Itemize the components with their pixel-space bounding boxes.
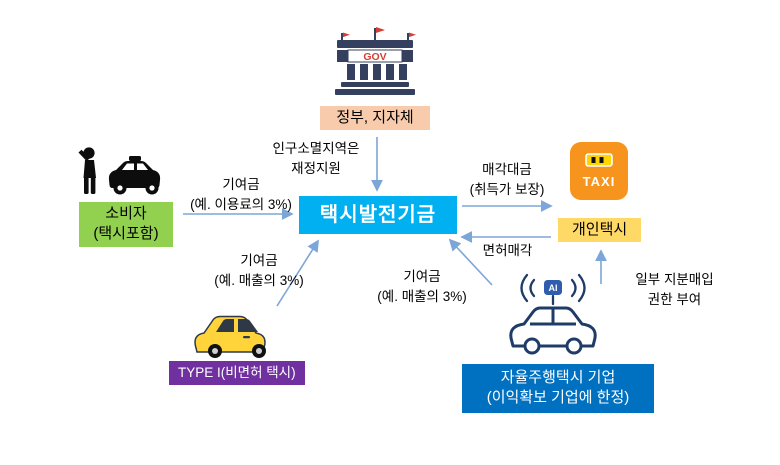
individual-taxi-label-text: 개인택시 (572, 221, 628, 238)
consumer-label: 소비자 (택시포함) (79, 202, 173, 247)
arrow-type1-to-fund (276, 239, 319, 307)
edge-label-autonomous-to-taxi: 일부 지분매입 권한 부여 (622, 270, 727, 311)
fund-box: 택시발전기금 (299, 196, 457, 234)
edge-label-taxi-to-fund: 면허매각 (465, 241, 550, 261)
edge-label-type1-to-fund: 기여금 (예. 매출의 3%) (203, 251, 315, 292)
edge-label-fund-to-taxi: 매각대금 (취득가 보장) (452, 160, 562, 201)
edge-auto-fund-line2: (예. 매출의 3%) (377, 289, 467, 305)
edge-taxi-fund-text: 면허매각 (482, 243, 533, 258)
personal-taxi-app-icon: TAXI (570, 142, 628, 200)
ai-chip-text: AI (549, 283, 558, 293)
edge-type1-line1: 기여금 (240, 253, 278, 268)
autonomous-label: 자율주행택시 기업 (이익확보 기업에 한정) (462, 364, 654, 413)
consumer-label-line1: 소비자 (105, 205, 147, 222)
consumer-hailing-taxi-icon (78, 147, 161, 195)
edge-auto-taxi-line1: 일부 지분매입 (635, 272, 714, 287)
autonomous-label-line1: 자율주행택시 기업 (500, 369, 616, 386)
edge-auto-fund-line1: 기여금 (403, 269, 441, 284)
type1-label: TYPE I(비면허 택시) (169, 361, 305, 386)
edge-label-autonomous-to-fund: 기여금 (예. 매출의 3%) (366, 267, 478, 308)
arrow-autonomous-to-fund (448, 238, 493, 286)
autonomous-label-line2: (이익확보 기업에 한정) (486, 389, 630, 407)
edge-auto-taxi-line2: 권한 부여 (647, 292, 702, 308)
edge-gov-line2: 재정지원 (291, 161, 341, 177)
edge-label-gov-to-fund: 인구소멸지역은 재정지원 (257, 139, 375, 180)
type1-label-text: TYPE I(비면허 택시) (178, 365, 296, 380)
edge-fund-taxi-line2: (취득가 보장) (469, 182, 545, 198)
taxi-sign-text: TAXI (583, 174, 616, 189)
edge-label-consumer-to-fund: 기여금 (예. 이용료의 3%) (182, 175, 300, 216)
edge-consumer-line1: 기여금 (222, 177, 260, 192)
government-label-text: 정부, 지자체 (336, 109, 414, 126)
edge-consumer-line2: (예. 이용료의 3%) (190, 197, 292, 213)
fund-box-text: 택시발전기금 (319, 204, 437, 226)
government-label: 정부, 지자체 (320, 106, 430, 131)
edge-fund-taxi-line1: 매각대금 (482, 162, 532, 177)
autonomous-car-icon: AI (509, 273, 597, 355)
consumer-label-line2: (택시포함) (93, 225, 159, 243)
gov-sign-text: GOV (363, 51, 386, 63)
individual-taxi-label: 개인택시 (558, 218, 642, 243)
edge-gov-line1: 인구소멸지역은 (272, 141, 360, 156)
type1-yellow-car-icon (194, 315, 266, 358)
government-building-icon: GOV (335, 27, 416, 95)
edge-type1-line2: (예. 매출의 3%) (214, 273, 304, 289)
